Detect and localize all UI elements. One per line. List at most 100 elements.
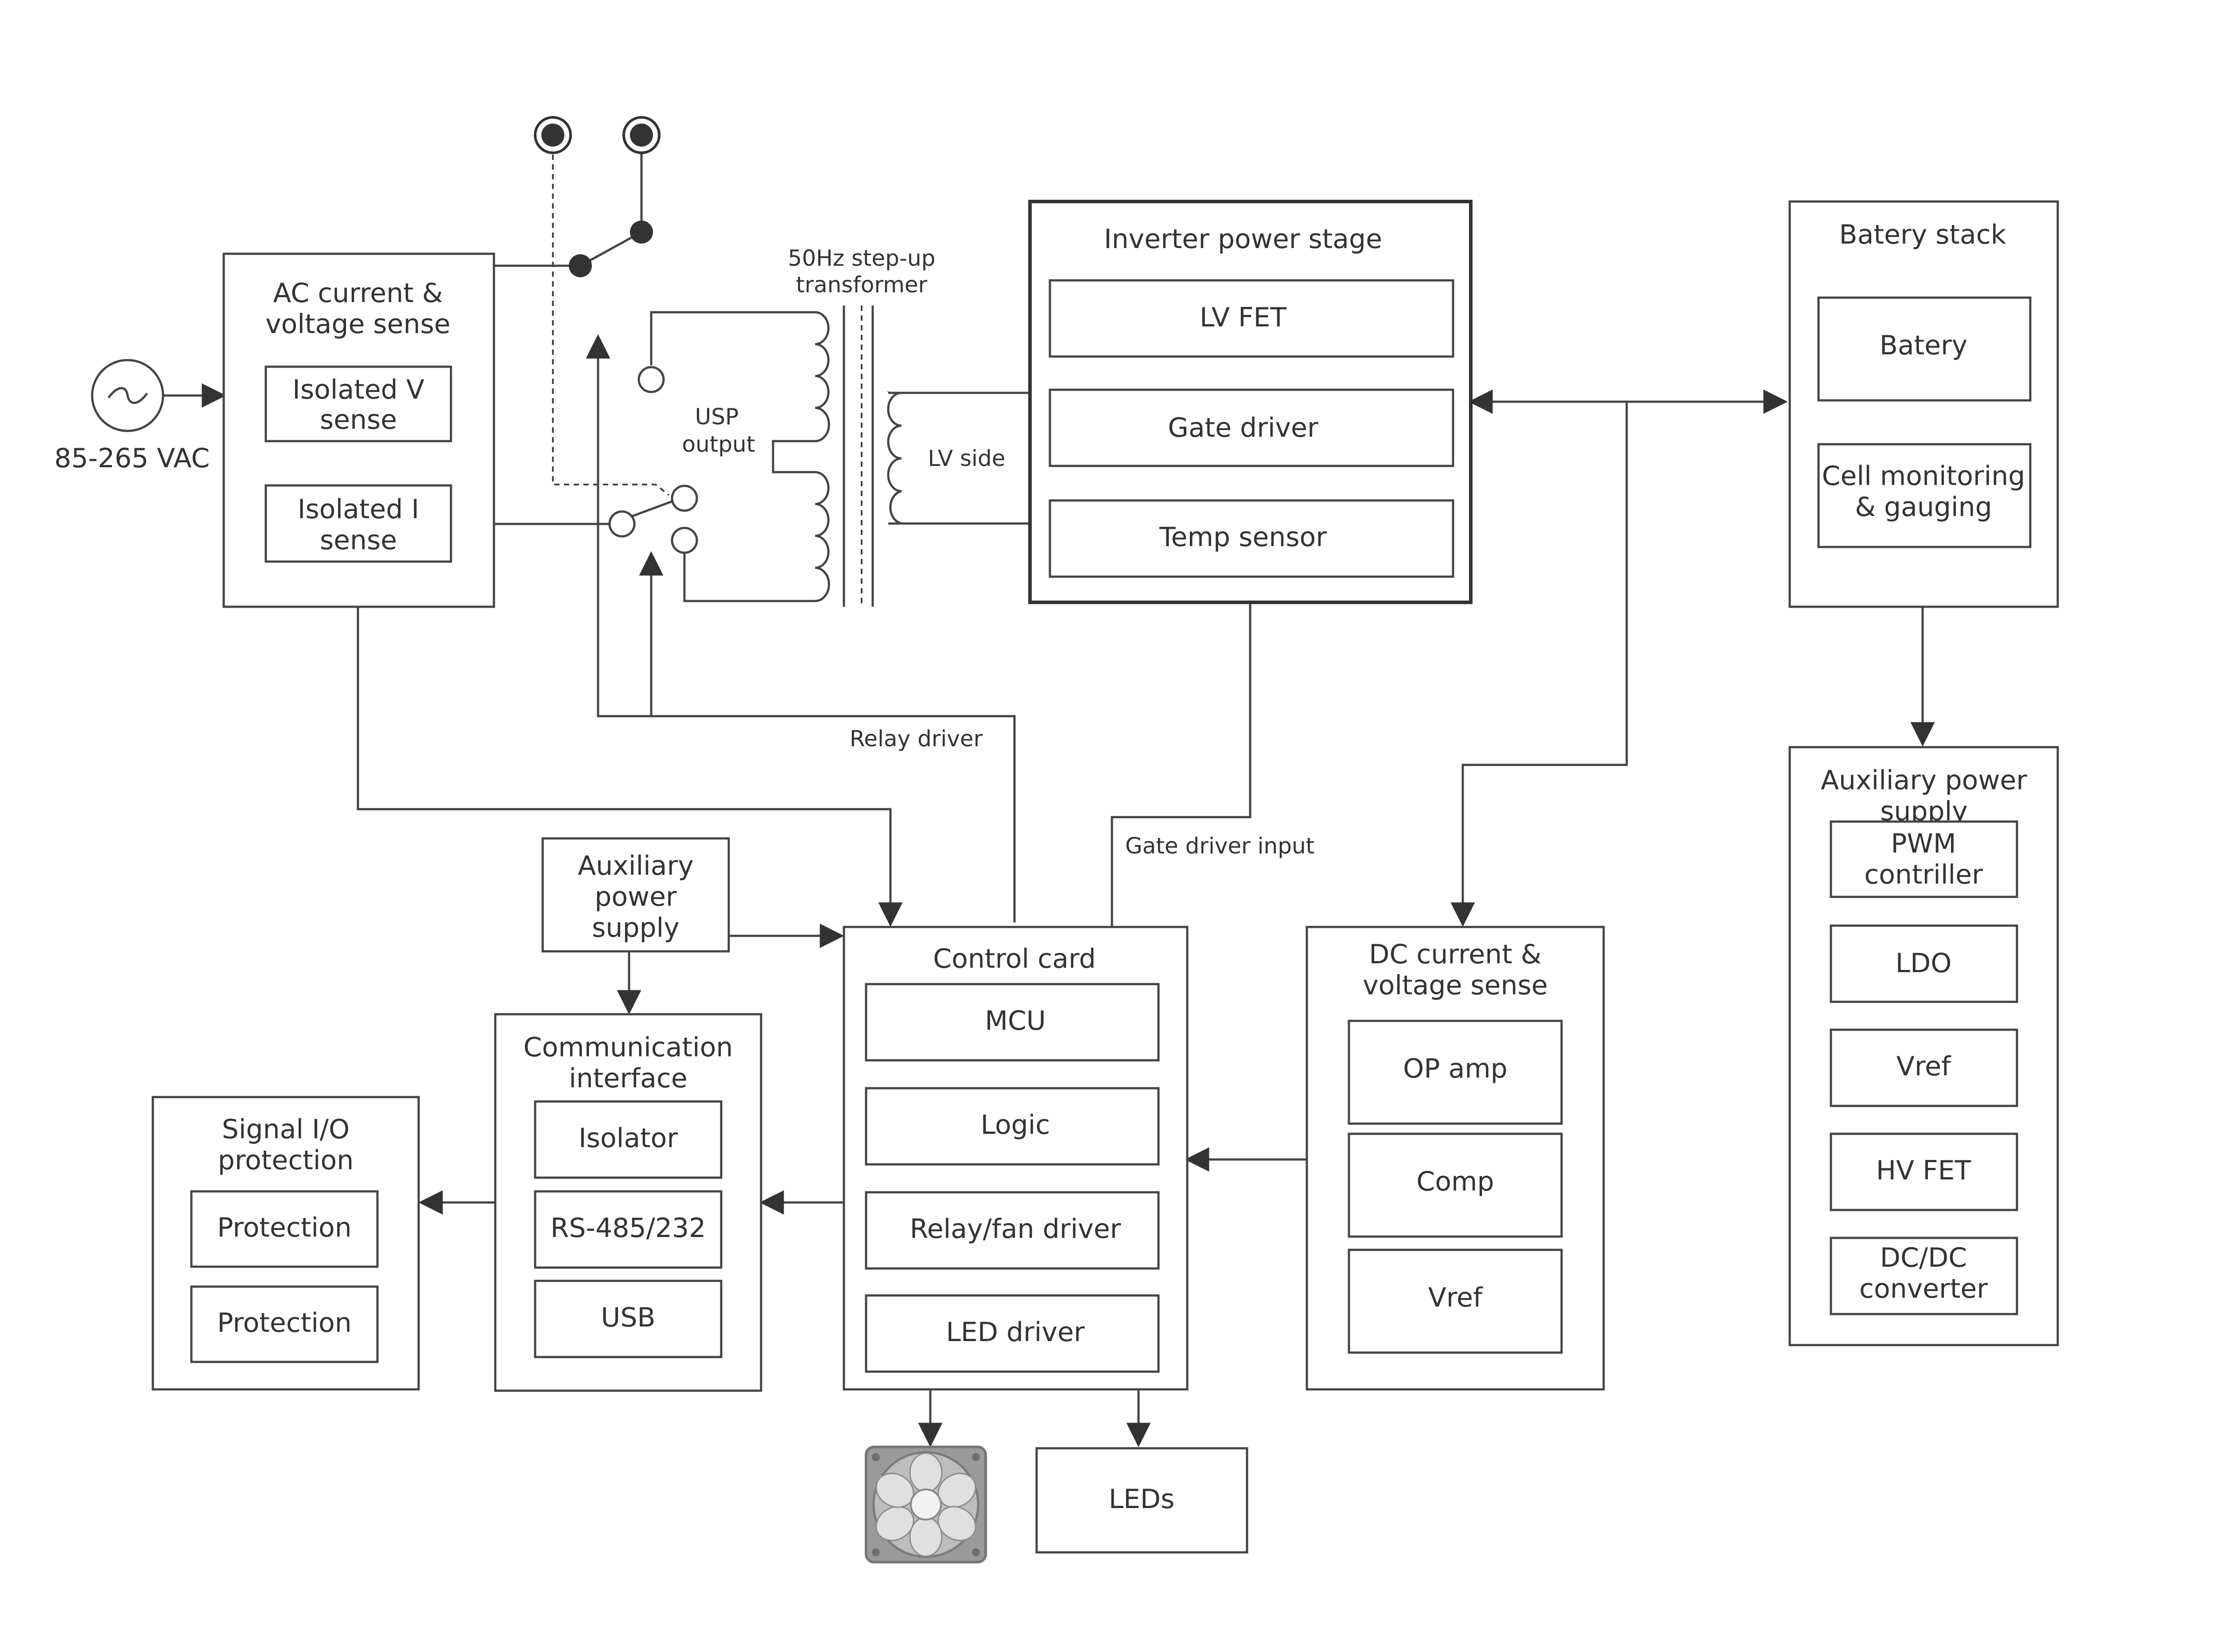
protection-2-label: Protection bbox=[217, 1307, 352, 1338]
hv-fet-label: HV FET bbox=[1876, 1155, 1971, 1186]
relay-contact-mid bbox=[671, 485, 698, 512]
transformer-label-2: transformer bbox=[796, 272, 928, 298]
terminal-1-core bbox=[541, 124, 564, 147]
pwm-controller-box bbox=[1830, 820, 2018, 898]
source-voltage-label: 85-265 VAC bbox=[54, 443, 210, 474]
isolated-v-sense-box bbox=[264, 365, 452, 442]
protection-1-box bbox=[190, 1190, 379, 1268]
lv-fet-box bbox=[1049, 279, 1454, 358]
isolated-i-sense-label-1: Isolated I bbox=[298, 494, 419, 525]
transformer: 50Hz step-up transformer USP output LV s… bbox=[682, 245, 1029, 607]
isolated-v-sense-label-1: Isolated V bbox=[292, 374, 424, 405]
aux-power-left-title-1: Auxiliary bbox=[578, 850, 694, 881]
pwm-controller-label-1: PWM bbox=[1891, 828, 1956, 859]
terminal-1-dashed bbox=[552, 135, 670, 496]
isolator-box bbox=[534, 1100, 723, 1179]
gate-driver-label: Gate driver bbox=[1168, 412, 1318, 443]
cell-monitoring-label-1: Cell monitoring bbox=[1822, 461, 2025, 492]
ups-output-label-1: USP bbox=[695, 404, 739, 430]
communication-block: Communication interface Isolator RS-485/… bbox=[494, 1013, 762, 1392]
ups-out-top-wire bbox=[650, 311, 815, 365]
battery-block: Batery stack Batery Cell monitoring & ga… bbox=[1788, 200, 2059, 608]
comp-label: Comp bbox=[1416, 1166, 1494, 1197]
fan-icon bbox=[865, 1446, 987, 1563]
isolator-label: Isolator bbox=[579, 1123, 678, 1154]
ups-out-contact-top bbox=[637, 366, 665, 393]
usb-label: USB bbox=[601, 1302, 655, 1333]
leds-box bbox=[1035, 1447, 1248, 1554]
signal-io-title-1: Signal I/O bbox=[222, 1114, 350, 1145]
terminal-2-core bbox=[630, 124, 653, 147]
isolated-i-sense-label-2: sense bbox=[320, 525, 397, 556]
ac-source: 85-265 VAC bbox=[54, 359, 210, 474]
logic-label: Logic bbox=[981, 1109, 1050, 1140]
relay-pivot-lower bbox=[608, 510, 636, 538]
inverter-block: Inverter power stage LV FET Gate driver … bbox=[1028, 200, 1473, 604]
relay-terminals bbox=[534, 116, 698, 554]
op-amp-label: OP amp bbox=[1403, 1053, 1508, 1084]
hv-winding-bottom bbox=[815, 471, 830, 602]
relay-fan-driver-box bbox=[865, 1191, 1160, 1270]
ups-output-label-2: output bbox=[682, 431, 755, 457]
led-driver-box bbox=[865, 1294, 1160, 1373]
leds-label: LEDs bbox=[1109, 1484, 1175, 1515]
lv-fet-label: LV FET bbox=[1200, 302, 1286, 333]
dc-sense-title-1: DC current & bbox=[1369, 939, 1541, 970]
ups-out-mid-wire bbox=[772, 440, 815, 473]
ac-sense-title-1: AC current & bbox=[273, 278, 443, 309]
aux-power-left-title-2: power bbox=[595, 881, 677, 912]
relay-driver-label: Relay driver bbox=[850, 726, 983, 752]
protection-1-label: Protection bbox=[217, 1212, 352, 1243]
ups-out-bottom-wire bbox=[683, 554, 815, 602]
vref-dc-label: Vref bbox=[1428, 1282, 1483, 1313]
usb-box bbox=[534, 1280, 723, 1358]
aux-power-left-box bbox=[541, 837, 730, 953]
op-amp-box bbox=[1348, 1020, 1563, 1125]
ldo-label: LDO bbox=[1896, 948, 1952, 979]
relay-contact-low bbox=[671, 527, 698, 554]
relay-fan-driver-label: Relay/fan driver bbox=[910, 1214, 1121, 1245]
ldo-box bbox=[1830, 924, 2018, 1003]
battery-box bbox=[1817, 296, 2032, 402]
control-card-block: Control card MCU Logic Relay/fan driver … bbox=[843, 926, 1189, 1391]
control-card-title: Control card bbox=[933, 943, 1096, 974]
communication-title-1: Communication bbox=[524, 1032, 733, 1063]
vref-dc-box bbox=[1348, 1249, 1563, 1354]
relay-contact-top bbox=[630, 221, 653, 244]
logic-box bbox=[865, 1087, 1160, 1166]
temp-sensor-box bbox=[1049, 499, 1454, 578]
pwm-controller-label-2: contriller bbox=[1864, 859, 1983, 890]
hv-winding-top bbox=[815, 311, 830, 442]
inverter-title: Inverter power stage bbox=[1104, 224, 1382, 255]
hv-fet-box bbox=[1830, 1132, 2018, 1211]
temp-sensor-label: Temp sensor bbox=[1159, 522, 1327, 553]
led-driver-label: LED driver bbox=[946, 1317, 1084, 1348]
gate-driver-input-wire bbox=[1111, 602, 1251, 927]
vref-right-box bbox=[1830, 1028, 2018, 1107]
cell-monitoring-box bbox=[1817, 443, 2032, 548]
dcdc-converter-box bbox=[1830, 1237, 2018, 1315]
isolated-i-sense-box bbox=[264, 484, 452, 563]
isolated-v-sense-label-2: sense bbox=[320, 404, 397, 435]
fan-output bbox=[865, 1446, 987, 1563]
ac-sense-to-control-wire bbox=[357, 608, 903, 927]
lv-winding bbox=[887, 392, 902, 525]
aux-power-left-block: Auxiliary power supply bbox=[541, 837, 730, 953]
protection-2-box bbox=[190, 1285, 379, 1363]
cell-monitoring-label-2: & gauging bbox=[1855, 492, 1992, 523]
aux-power-right-title-1: Auxiliary power bbox=[1821, 765, 2027, 796]
bus-to-dc-sense-wire bbox=[1450, 402, 1628, 927]
dcdc-converter-label-1: DC/DC bbox=[1880, 1242, 1967, 1273]
mcu-label: MCU bbox=[985, 1005, 1046, 1036]
dc-sense-title-2: voltage sense bbox=[1363, 970, 1548, 1001]
dcdc-converter-label-2: converter bbox=[1859, 1273, 1988, 1304]
rs485-box bbox=[534, 1190, 723, 1269]
communication-title-2: interface bbox=[569, 1063, 688, 1094]
ac-sense-title-2: voltage sense bbox=[265, 309, 451, 340]
transformer-label-1: 50Hz step-up bbox=[788, 245, 936, 271]
vref-right-label: Vref bbox=[1896, 1051, 1951, 1082]
relay-driver-wire bbox=[586, 334, 1016, 923]
mcu-box bbox=[865, 983, 1160, 1062]
